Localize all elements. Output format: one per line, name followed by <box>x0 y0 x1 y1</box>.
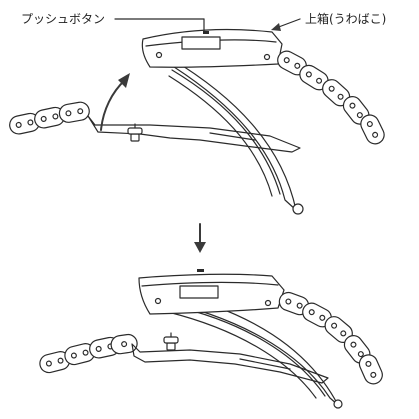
right-strap-bottom <box>278 291 383 385</box>
clasp-stud-top <box>127 123 143 142</box>
closed-clasp-illustration <box>39 269 383 409</box>
lower-blade-top <box>87 115 301 153</box>
right-strap-top <box>277 50 385 145</box>
opened-clasp-illustration: プッシュボタン 上箱(うわばこ) <box>9 11 386 215</box>
upper-case-label: 上箱(うわばこ) <box>305 11 386 26</box>
upper-case-bottom <box>138 269 285 315</box>
upper-case-top <box>141 28 283 68</box>
down-arrow <box>194 223 206 253</box>
fold-arm-top <box>162 57 297 211</box>
rotate-arrow <box>100 73 130 131</box>
upper-case-callout: 上箱(うわばこ) <box>271 11 386 31</box>
push-button-label: プッシュボタン <box>21 12 105 26</box>
lower-blade-bottom <box>131 343 329 384</box>
push-button-callout: プッシュボタン <box>21 12 205 33</box>
clasp-stud-bottom <box>163 332 179 351</box>
left-strap-bottom <box>39 333 138 374</box>
left-strap-top <box>9 101 90 135</box>
